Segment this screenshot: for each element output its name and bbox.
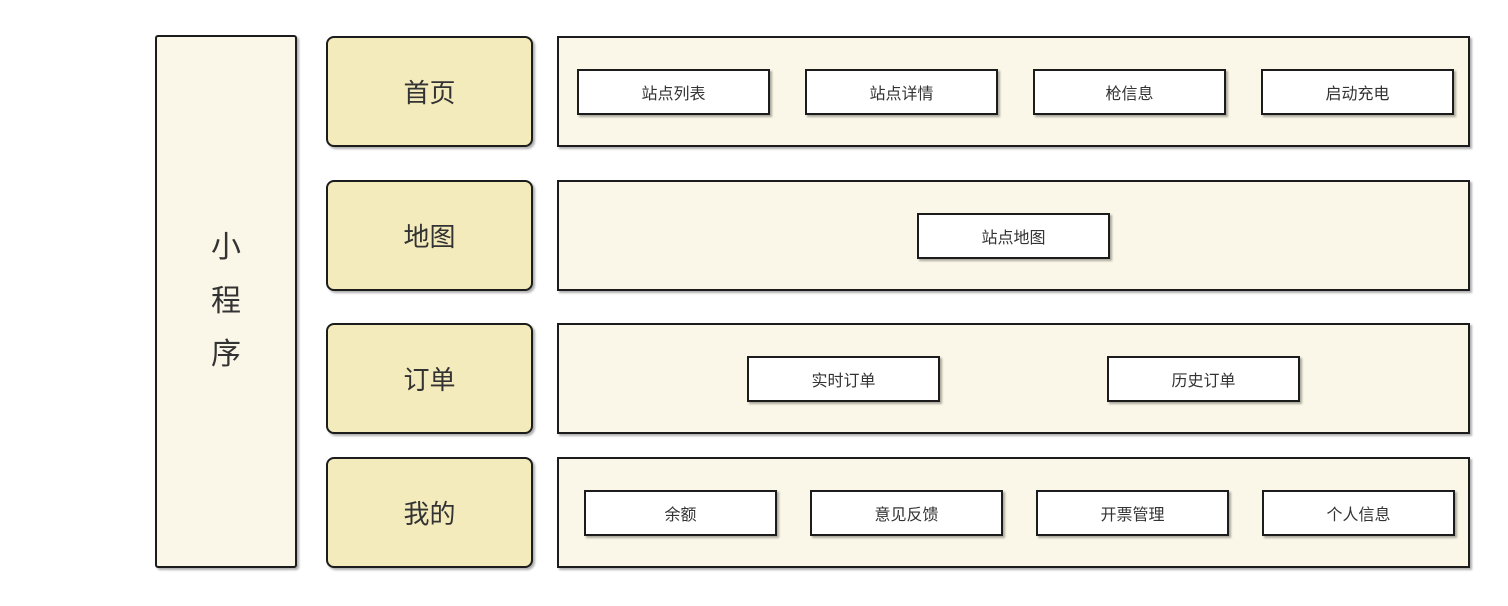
node-invoice-management-label: 开票管理 [1100, 506, 1165, 524]
section-home-node: 首页 [326, 36, 533, 147]
section-orders-label: 订单 [403, 365, 456, 395]
node-start-charging-label: 启动充电 [1325, 85, 1390, 103]
node-realtime-orders: 实时订单 [747, 355, 940, 402]
node-site-detail: 站点详情 [805, 68, 998, 115]
section-orders-panel: 实时订单 历史订单 [557, 323, 1470, 434]
node-feedback: 意见反馈 [810, 489, 1003, 536]
node-history-orders: 历史订单 [1107, 355, 1300, 402]
node-realtime-orders-label: 实时订单 [811, 372, 876, 390]
node-site-map-label: 站点地图 [981, 229, 1046, 247]
node-start-charging: 启动充电 [1261, 68, 1454, 115]
node-gun-info-label: 枪信息 [1105, 85, 1154, 103]
node-invoice-management: 开票管理 [1036, 489, 1229, 536]
section-orders-items: 实时订单 历史订单 [559, 325, 1468, 432]
section-mine-items: 余额 意见反馈 开票管理 个人信息 [559, 459, 1468, 566]
section-map-label: 地图 [403, 222, 456, 252]
node-site-detail-label: 站点详情 [869, 85, 934, 103]
node-history-orders-label: 历史订单 [1171, 372, 1236, 390]
node-balance: 余额 [584, 489, 777, 536]
section-map-items: 站点地图 [559, 182, 1468, 289]
section-mine-panel: 余额 意见反馈 开票管理 个人信息 [557, 457, 1470, 568]
node-personal-info: 个人信息 [1262, 489, 1455, 536]
section-mine-label: 我的 [403, 499, 456, 529]
mini-program-root-node: 小程序 [155, 35, 297, 568]
node-feedback-label: 意见反馈 [874, 506, 939, 524]
mini-program-root-label: 小程序 [211, 231, 241, 372]
section-map-panel: 站点地图 [557, 180, 1470, 291]
node-gun-info: 枪信息 [1033, 68, 1226, 115]
section-mine-node: 我的 [326, 457, 533, 568]
node-personal-info-label: 个人信息 [1326, 506, 1391, 524]
section-home-panel: 站点列表 站点详情 枪信息 启动充电 [557, 36, 1470, 147]
section-home-items: 站点列表 站点详情 枪信息 启动充电 [559, 38, 1468, 145]
section-orders-node: 订单 [326, 323, 533, 434]
node-site-list-label: 站点列表 [641, 85, 706, 103]
node-site-map: 站点地图 [917, 212, 1110, 259]
section-home-label: 首页 [403, 78, 456, 108]
node-balance-label: 余额 [664, 506, 697, 524]
section-map-node: 地图 [326, 180, 533, 291]
node-site-list: 站点列表 [577, 68, 770, 115]
